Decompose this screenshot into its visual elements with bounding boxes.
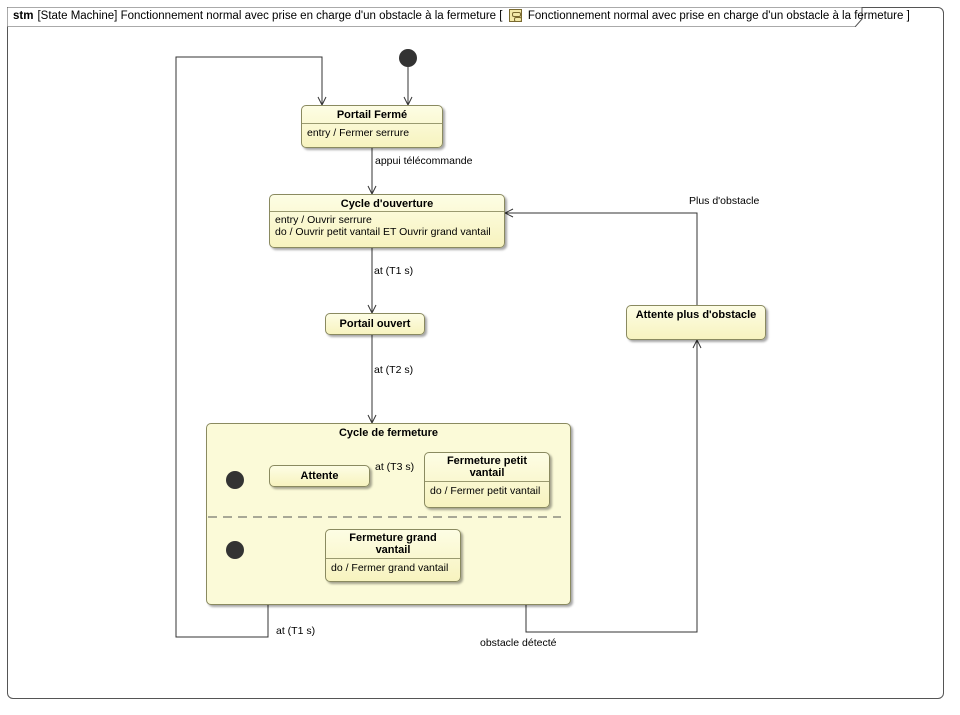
transition-plus-obstacle: [505, 213, 698, 305]
state-portail-ouvert[interactable]: Portail ouvert: [325, 313, 425, 335]
label-at-t1-close: at (T1 s): [276, 625, 316, 637]
state-title-line1: Fermeture grand: [349, 532, 437, 544]
state-attente[interactable]: Attente: [269, 465, 370, 487]
state-title: Attente plus d'obstacle: [635, 309, 757, 321]
label-at-t3: at (T3 s): [375, 461, 415, 473]
frame-owner: Fonctionnement normal avec prise en char…: [527, 10, 904, 22]
state-title-line2: vantail: [375, 544, 411, 556]
state-title-line2: vantail: [469, 467, 505, 479]
state-attente-plus-obstacle[interactable]: Attente plus d'obstacle: [626, 305, 766, 340]
frame-header: stm[State Machine] Fonctionnement normal…: [13, 9, 910, 22]
state-title-line1: Fermeture petit: [446, 455, 528, 467]
state-activity-do: do / Ouvrir petit vantail ET Ouvrir gran…: [275, 226, 491, 238]
initial-node: [399, 49, 417, 67]
state-title: Portail ouvert: [339, 318, 411, 330]
label-appui-telecommande: appui télécommande: [375, 155, 473, 167]
state-fermeture-petit-vantail[interactable]: Fermeture petit vantail do / Fermer peti…: [424, 452, 550, 508]
state-activity: entry / Fermer serrure: [307, 127, 410, 139]
state-activity: do / Fermer petit vantail: [430, 485, 541, 497]
frame-bracket-close: ]: [906, 10, 910, 22]
state-title: Cycle d'ouverture: [340, 198, 434, 210]
frame-keyword: stm: [13, 10, 34, 22]
label-obstacle-detecte: obstacle détecté: [480, 637, 557, 649]
region-separator: [208, 516, 561, 518]
initial-node-region-2: [226, 541, 244, 559]
state-separator: [326, 558, 460, 559]
state-machine-icon: [508, 9, 522, 22]
state-separator: [270, 211, 504, 212]
initial-node-region-1: [226, 471, 244, 489]
label-at-t2: at (T2 s): [374, 364, 414, 376]
frame-bracket-open: [: [499, 10, 503, 22]
state-portail-ferme[interactable]: Portail Fermé entry / Fermer serrure: [301, 105, 443, 148]
state-title: Attente: [300, 470, 339, 482]
state-separator: [302, 123, 442, 124]
state-fermeture-grand-vantail[interactable]: Fermeture grand vantail do / Fermer gran…: [325, 529, 461, 582]
state-separator: [425, 481, 549, 482]
frame-name: Fonctionnement normal avec prise en char…: [120, 10, 497, 22]
transition-at-t1-close: [175, 56, 322, 638]
state-cycle-ouverture[interactable]: Cycle d'ouverture entry / Ouvrir serrure…: [269, 194, 505, 248]
state-activity-entry: entry / Ouvrir serrure: [275, 214, 372, 226]
state-title: Cycle de fermeture: [338, 427, 439, 439]
label-at-t1-open: at (T1 s): [374, 265, 414, 277]
frame-kind: [State Machine]: [37, 10, 118, 22]
state-activity: do / Fermer grand vantail: [331, 562, 449, 574]
transition-obstacle: [525, 340, 697, 633]
label-plus-obstacle: Plus d'obstacle: [689, 195, 760, 207]
frame-tab: [7, 7, 863, 27]
state-title: Portail Fermé: [336, 109, 408, 121]
